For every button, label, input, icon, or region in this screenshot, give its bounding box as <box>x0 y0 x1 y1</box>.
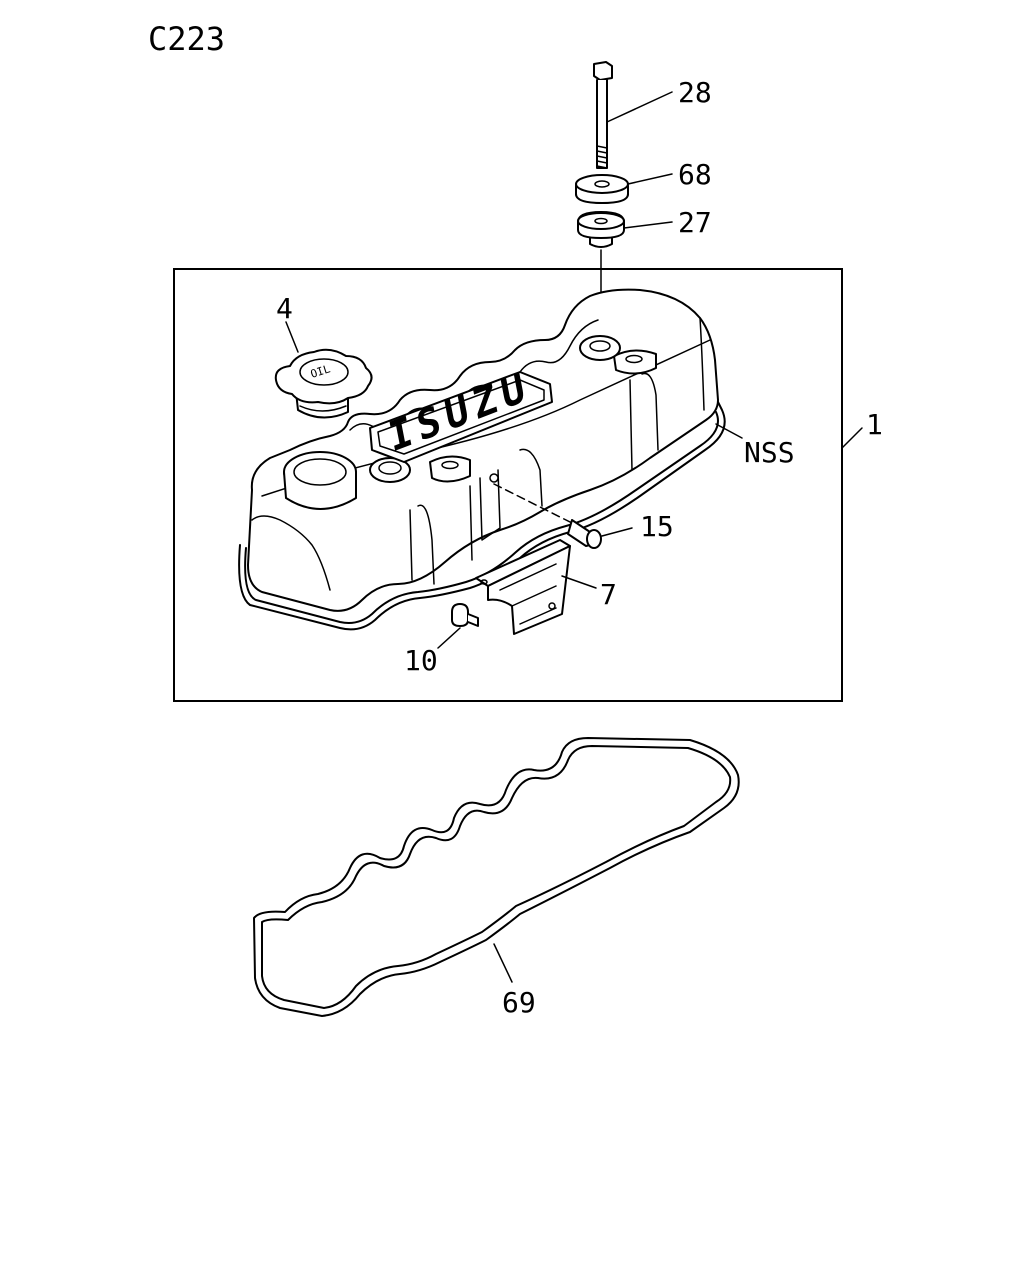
callout-10: 10 <box>404 644 438 677</box>
leader-69 <box>493 943 513 983</box>
leader-27 <box>623 221 673 229</box>
assembly-frame <box>173 268 843 702</box>
callout-15: 15 <box>640 510 674 543</box>
leader-nss <box>715 423 743 439</box>
callout-7: 7 <box>600 578 617 611</box>
callout-69: 69 <box>502 986 536 1019</box>
bracket-part <box>475 539 571 635</box>
leader-28 <box>606 91 673 123</box>
callout-27: 27 <box>678 206 712 239</box>
grommet-part <box>577 211 625 248</box>
oil-cap-part: OIL <box>274 348 373 419</box>
callout-nss: NSS <box>744 436 795 469</box>
leader-7 <box>561 575 597 589</box>
callout-4: 4 <box>276 292 293 325</box>
rocker-cover-part: ISUZU <box>238 288 726 631</box>
leader-4 <box>285 321 299 353</box>
oil-cap-text: OIL <box>309 362 332 381</box>
leader-10 <box>437 627 461 649</box>
pin-axis-line <box>493 483 575 525</box>
callout-1: 1 <box>866 408 883 441</box>
leader-1 <box>841 427 863 449</box>
washer-part <box>575 174 629 204</box>
screw-part <box>451 603 479 627</box>
callout-28: 28 <box>678 76 712 109</box>
bolt-part <box>593 61 613 169</box>
page-code: C223 <box>148 20 225 58</box>
leader-68 <box>627 173 673 185</box>
leader-15 <box>601 527 633 537</box>
pin-part <box>567 519 602 549</box>
callout-68: 68 <box>678 158 712 191</box>
gasket-part <box>253 737 740 1017</box>
